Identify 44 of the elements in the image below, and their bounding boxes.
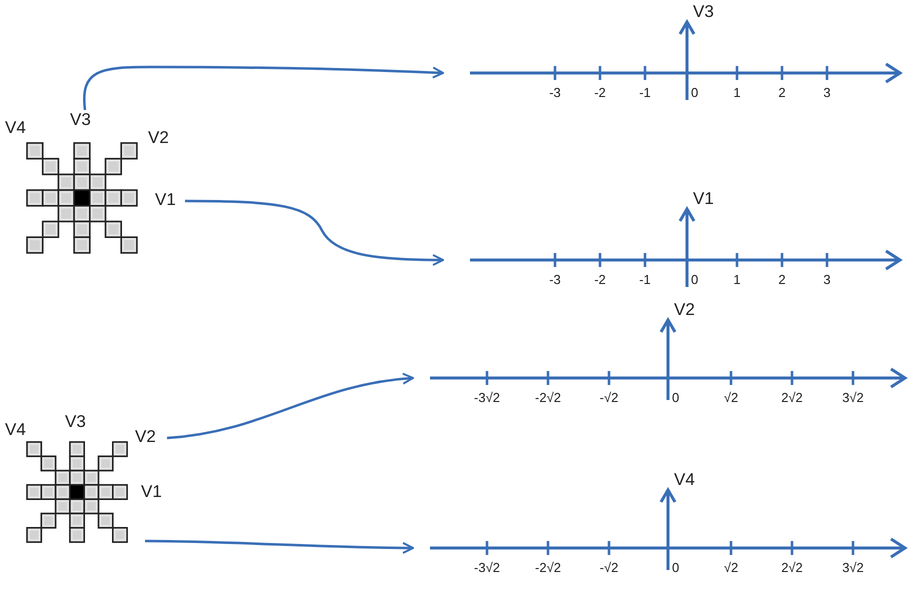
tick-label: √2 <box>724 390 738 405</box>
axis-label: V3 <box>693 2 714 22</box>
tick-label: 0 <box>691 272 698 287</box>
tick-label: √2 <box>724 560 738 575</box>
tick-label: 0 <box>672 390 680 405</box>
vector-label: V4 <box>5 118 26 138</box>
curved-arrow <box>83 66 444 110</box>
vector-label: V3 <box>65 412 86 432</box>
curved-arrow <box>166 373 414 440</box>
tick-label: 3 <box>823 272 831 287</box>
axis-label: V4 <box>674 470 695 490</box>
axis-label: V2 <box>674 300 695 320</box>
tick-label: -2√2 <box>535 560 561 575</box>
tick-label: 2√2 <box>781 560 803 575</box>
tick-label: -1 <box>639 272 651 287</box>
tick-label: 1 <box>733 85 741 100</box>
vector-label: V2 <box>148 128 169 148</box>
vector-label: V4 <box>5 420 26 440</box>
tick-label: 3√2 <box>842 560 864 575</box>
tick-label: -√2 <box>600 560 618 575</box>
tick-label: -2√2 <box>535 390 561 405</box>
curved-arrow <box>185 200 444 266</box>
tick-label: -3√2 <box>474 560 500 575</box>
curved-arrow <box>144 540 414 554</box>
vector-label: V1 <box>141 482 162 502</box>
tick-label: -3 <box>549 272 561 287</box>
vector-label: V1 <box>155 190 185 212</box>
tick-label: -1 <box>639 85 651 100</box>
tick-label: 3√2 <box>842 390 864 405</box>
tick-label: 2 <box>778 272 786 287</box>
tick-label: 2√2 <box>781 390 803 405</box>
tick-label: 2 <box>778 85 786 100</box>
vector-label: V2 <box>135 427 167 449</box>
tick-label: -2 <box>594 272 606 287</box>
vector-label: V3 <box>70 110 100 132</box>
tick-label: 0 <box>672 560 680 575</box>
axis-label: V1 <box>693 189 714 209</box>
tick-label: 3 <box>823 85 831 100</box>
tick-label: -2 <box>594 85 606 100</box>
tick-label: 1 <box>733 272 741 287</box>
tick-label: -√2 <box>600 390 618 405</box>
tick-label: -3√2 <box>474 390 500 405</box>
tick-label: -3 <box>549 85 561 100</box>
tick-label: 0 <box>691 85 698 100</box>
